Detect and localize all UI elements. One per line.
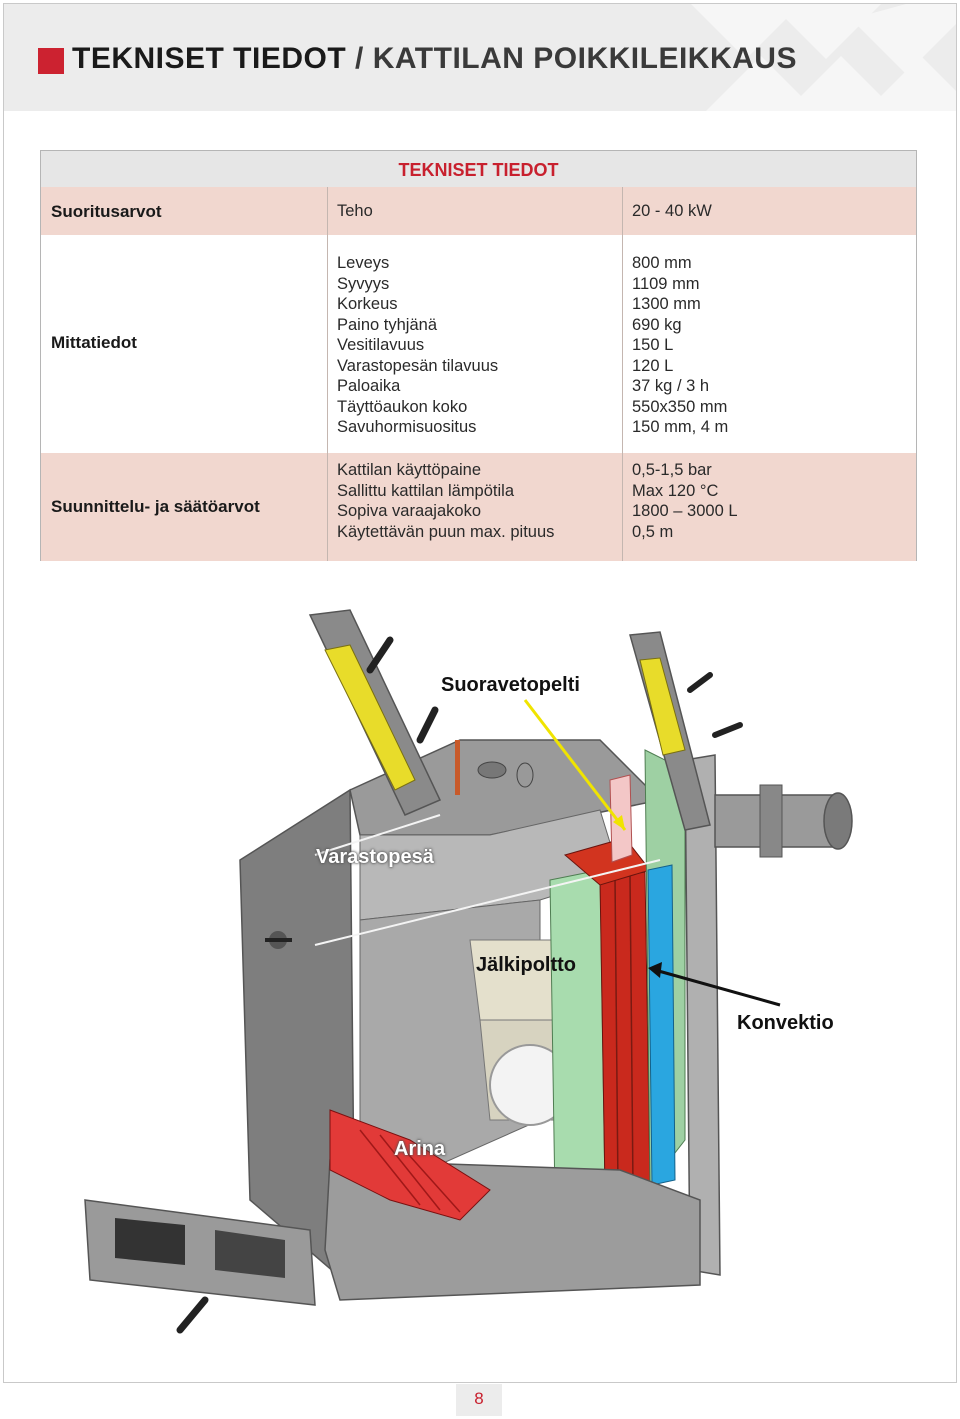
spec-value: 150 L bbox=[632, 336, 674, 354]
spec-label: Sopiva varaajakoko bbox=[337, 502, 482, 520]
page-title: TEKNISET TIEDOT / KATTILAN POIKKILEIKKAU… bbox=[72, 42, 797, 76]
spec-label: Täyttöaukon koko bbox=[337, 397, 468, 416]
spec-value: Max 120 °C bbox=[632, 481, 719, 500]
spec-label: Syvyys bbox=[337, 274, 390, 293]
header-diamond-pattern bbox=[691, 4, 956, 111]
column-divider bbox=[622, 187, 623, 561]
page-header: TEKNISET TIEDOT / KATTILAN POIKKILEIKKAU… bbox=[4, 4, 956, 111]
spec-value: 1800 – 3000 L bbox=[632, 502, 738, 520]
spec-label: Vesitilavuus bbox=[337, 336, 425, 354]
boiler-illustration bbox=[84, 609, 853, 1334]
spec-label: Savuhormisuositus bbox=[337, 418, 477, 436]
spec-value: 1300 mm bbox=[632, 295, 701, 313]
spec-label: Sallittu kattilan lämpötila bbox=[337, 481, 515, 500]
spec-label: Varastopesän tilavuus bbox=[337, 356, 499, 375]
spec-label: Käytettävän puun max. pituus bbox=[337, 522, 555, 541]
spec-values: 0,5-1,5 bar Max 120 °C 1800 – 3000 L 0,5… bbox=[632, 460, 738, 542]
spec-value: 37 kg / 3 h bbox=[632, 377, 710, 395]
spec-value: 550x350 mm bbox=[632, 397, 728, 416]
spec-labels: Teho bbox=[337, 201, 373, 222]
category-label: Suoritusarvot bbox=[51, 202, 162, 221]
spec-label: Kattilan käyttöpaine bbox=[337, 461, 482, 479]
spec-label: Leveys bbox=[337, 254, 390, 272]
page-frame bbox=[3, 3, 957, 1383]
spec-table-caption: TEKNISET TIEDOT bbox=[41, 151, 916, 187]
spec-value: 0,5 m bbox=[632, 522, 674, 541]
spec-values: 20 - 40 kW bbox=[632, 201, 712, 222]
title-marker-square bbox=[38, 48, 64, 74]
spec-values: 800 mm 1109 mm 1300 mm 690 kg 150 L 120 … bbox=[632, 253, 728, 438]
spec-labels: Leveys Syvyys Korkeus Paino tyhjänä Vesi… bbox=[337, 253, 498, 438]
boiler-cross-section-diagram: Suoravetopelti Varastopesä Jälkipoltto K… bbox=[60, 600, 880, 1350]
spec-value: 0,5-1,5 bar bbox=[632, 461, 712, 479]
label-varastopesa: Varastopesä bbox=[316, 846, 434, 868]
page-number: 8 bbox=[456, 1384, 502, 1416]
label-arina: Arina bbox=[394, 1138, 446, 1160]
page-title-separator: / bbox=[346, 42, 373, 75]
spec-label: Korkeus bbox=[337, 295, 398, 313]
label-suoravetopelti: Suoravetopelti bbox=[441, 674, 580, 696]
category-label: Suunnittelu- ja säätöarvot bbox=[51, 497, 260, 516]
spec-value: 120 L bbox=[632, 356, 674, 375]
spec-label: Paino tyhjänä bbox=[337, 315, 437, 334]
spec-table: TEKNISET TIEDOT Suoritusarvot Teho 20 - … bbox=[40, 150, 917, 561]
page-title-part2: KATTILAN POIKKILEIKKAUS bbox=[372, 42, 797, 75]
column-divider bbox=[327, 187, 328, 561]
spec-labels: Kattilan käyttöpaine Sallittu kattilan l… bbox=[337, 460, 554, 542]
spec-value: 1109 mm bbox=[632, 274, 700, 293]
spec-value: 800 mm bbox=[632, 254, 692, 272]
page-title-part1: TEKNISET TIEDOT bbox=[72, 42, 347, 75]
spec-row-suoritusarvot: Suoritusarvot Teho 20 - 40 kW bbox=[41, 187, 916, 235]
spec-row-mittatiedot: Mittatiedot Leveys Syvyys Korkeus Paino … bbox=[41, 235, 916, 453]
spec-label: Teho bbox=[337, 202, 373, 220]
spec-label: Paloaika bbox=[337, 377, 401, 395]
label-jalkipoltto: Jälkipoltto bbox=[476, 954, 577, 976]
spec-value: 150 mm, 4 m bbox=[632, 418, 729, 436]
label-konvektio: Konvektio bbox=[737, 1012, 834, 1034]
spec-value: 20 - 40 kW bbox=[632, 202, 712, 220]
category-label: Mittatiedot bbox=[51, 333, 137, 352]
spec-value: 690 kg bbox=[632, 315, 682, 334]
spec-row-suunnittelu: Suunnittelu- ja säätöarvot Kattilan käyt… bbox=[41, 453, 916, 561]
